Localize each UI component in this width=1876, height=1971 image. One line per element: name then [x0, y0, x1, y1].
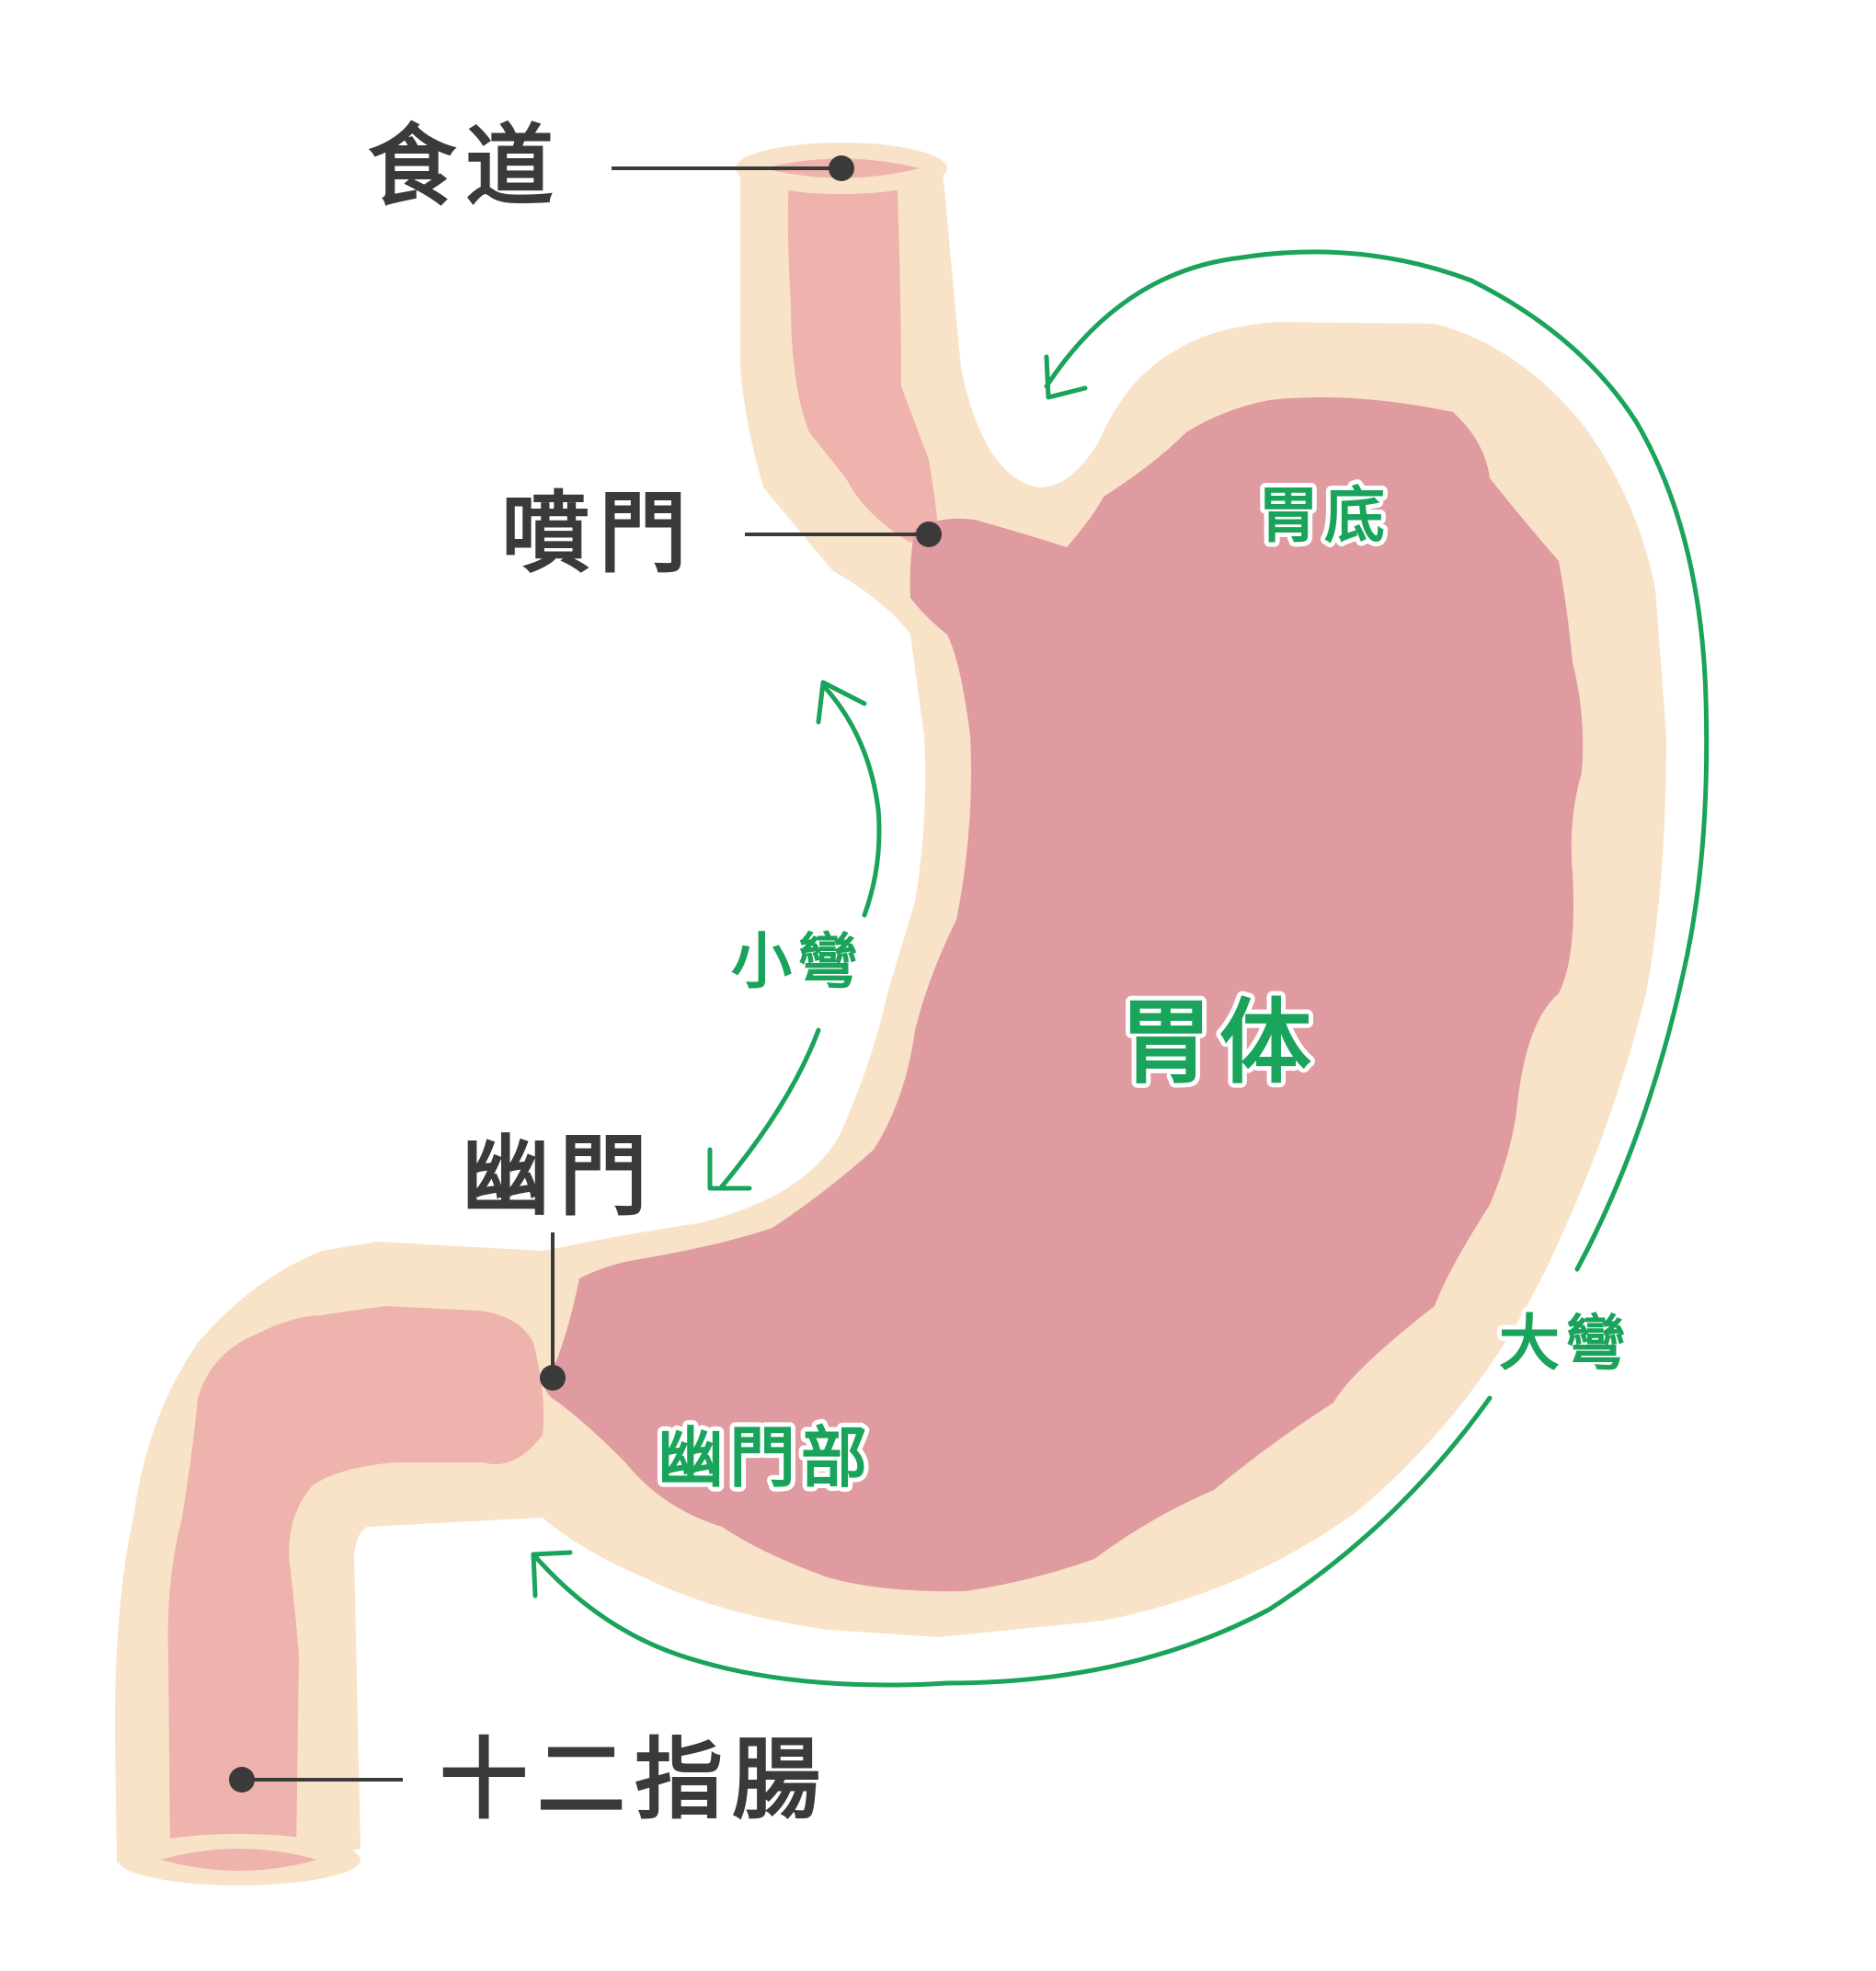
fundus-label: 胃底	[1258, 480, 1390, 551]
cardia-label: 噴門	[501, 482, 696, 585]
esophagus-dot	[829, 155, 854, 181]
stomach-inner	[543, 396, 1584, 1592]
duodenum-opening-hole	[161, 1849, 317, 1871]
greater-curvature-arrow-upper	[1044, 249, 1710, 1272]
stomach-body-label: 胃体	[1120, 989, 1319, 1096]
esophagus-pointer	[612, 155, 854, 181]
pylorus-label: 幽門	[462, 1125, 657, 1228]
esophagus-label: 食道	[368, 115, 563, 218]
lesser-curvature-label: 小彎	[731, 926, 864, 997]
duodenum-inner	[167, 1306, 544, 1858]
duodenum-pointer	[229, 1767, 403, 1793]
duodenum-dot	[229, 1767, 255, 1793]
pyloric-part-label: 幽門部	[658, 1419, 873, 1496]
cardia-pointer	[745, 521, 942, 547]
pylorus-pointer	[540, 1232, 566, 1391]
cardia-dot	[916, 521, 942, 547]
duodenum-opening	[118, 1834, 360, 1885]
duodenum-label: 十二指腸	[440, 1728, 829, 1831]
greater-curvature-arrowhead-top	[1044, 354, 1088, 400]
lesser-curvature-arrow-lower	[719, 1027, 821, 1189]
lesser-curvature-arrow-upper	[820, 682, 882, 918]
greater-curvature-arrow	[531, 249, 1710, 1688]
lesser-curvature-arrowhead-bottom	[707, 1147, 752, 1191]
greater-curvature-label: 大彎	[1499, 1308, 1631, 1379]
lesser-curvature-arrowhead-top	[816, 680, 867, 725]
lesser-curvature-arrow	[707, 680, 882, 1191]
pylorus-dot	[540, 1365, 566, 1391]
greater-curvature-arrowhead-bottom	[531, 1550, 573, 1599]
esophagus-inner	[787, 166, 938, 543]
greater-curvature-arrow-lower	[531, 1395, 1493, 1688]
